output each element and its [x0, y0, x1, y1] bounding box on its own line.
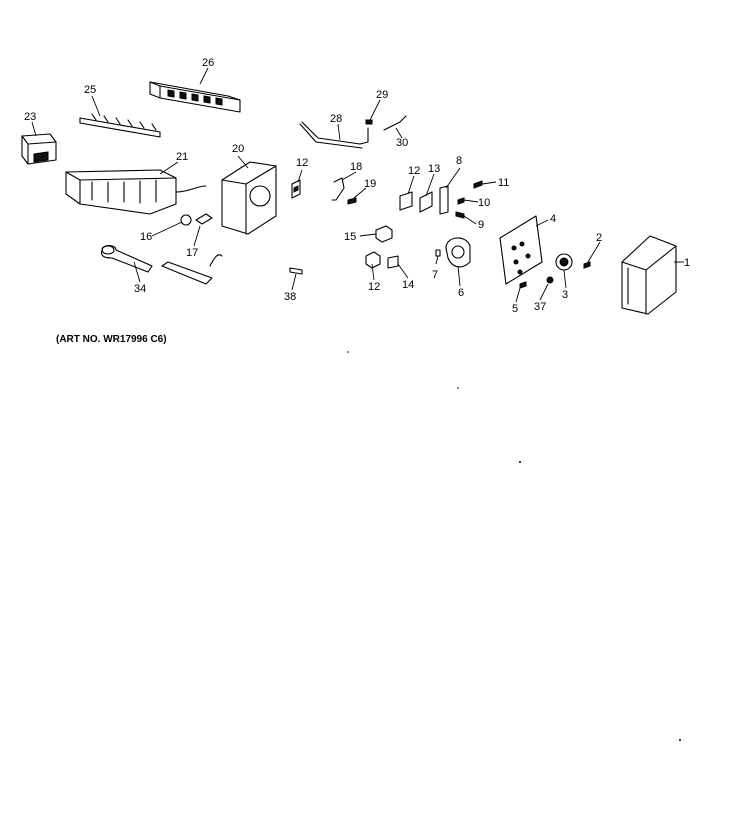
part-19-screw [347, 197, 357, 205]
callout-12-upper: 12 [296, 157, 308, 169]
part-9-screw [455, 211, 465, 219]
part-1-cover [621, 235, 677, 315]
part-6-motor [445, 237, 471, 268]
part-17-bearing [195, 213, 213, 225]
callout-13: 13 [428, 163, 440, 175]
part-13-plate [419, 191, 433, 213]
callout-20: 20 [232, 143, 244, 155]
part-4-plate [499, 215, 543, 285]
callout-25: 25 [84, 84, 96, 96]
callout-1: 1 [684, 257, 690, 269]
part-3-gear [555, 253, 573, 271]
callout-15: 15 [344, 231, 356, 243]
part-30-spring [383, 115, 407, 131]
callout-12-lower: 12 [368, 281, 380, 293]
callout-9: 9 [478, 219, 484, 231]
callout-2: 2 [596, 232, 602, 244]
callout-16: 16 [140, 231, 152, 243]
part-26-bracket [149, 81, 241, 113]
callout-11: 11 [498, 177, 509, 189]
part-20-housing [221, 161, 277, 235]
part-21-ice-mold [65, 169, 207, 215]
part-18-lever [331, 177, 345, 201]
callout-4: 4 [550, 213, 556, 225]
part-37-washer [546, 276, 554, 284]
callout-6: 6 [458, 287, 464, 299]
part-12b [399, 191, 413, 211]
callout-19: 19 [364, 178, 376, 190]
callout-38: 38 [284, 291, 296, 303]
callout-14: 14 [402, 279, 414, 291]
part-38-clip [289, 267, 303, 275]
part-12a [291, 179, 301, 199]
callout-26: 26 [202, 57, 214, 69]
part-29-pin [365, 119, 373, 125]
callout-29: 29 [376, 89, 388, 101]
callout-10: 10 [478, 197, 490, 209]
callout-labels: 26 25 23 21 20 28 29 30 12 18 19 12 13 8… [24, 57, 690, 315]
callout-3: 3 [562, 289, 568, 301]
callout-5: 5 [512, 303, 518, 315]
part-34-fill-cup [100, 244, 153, 273]
part-16-nut [180, 214, 192, 226]
callout-21: 21 [176, 151, 188, 163]
callout-7: 7 [432, 269, 438, 281]
callout-37: 37 [534, 301, 546, 313]
callout-8: 8 [456, 155, 462, 167]
callout-17: 17 [186, 247, 198, 259]
part-15-thermostat [375, 225, 393, 243]
callout-30: 30 [396, 137, 408, 149]
part-7-screw [435, 249, 441, 257]
part-11-screw [473, 180, 483, 189]
callout-28: 28 [330, 113, 342, 125]
part-8-switch [439, 185, 449, 215]
part-10-screw [457, 197, 465, 205]
part-25-ejector [79, 113, 161, 138]
callout-23: 23 [24, 111, 36, 123]
scan-specks [347, 351, 681, 741]
callout-18: 18 [350, 161, 362, 173]
leader-lines [31, 67, 684, 303]
part-2-screw [583, 261, 591, 269]
callout-12-middle: 12 [408, 165, 420, 177]
art-number: (ART NO. WR17996 C6) [56, 334, 167, 345]
part-28-arm [299, 121, 369, 149]
part-14-clip [387, 255, 399, 269]
part-12c [365, 251, 381, 269]
wire-harness [161, 254, 223, 285]
part-5-screw [519, 281, 527, 289]
callout-34: 34 [134, 283, 146, 295]
part-23-box [21, 133, 57, 165]
